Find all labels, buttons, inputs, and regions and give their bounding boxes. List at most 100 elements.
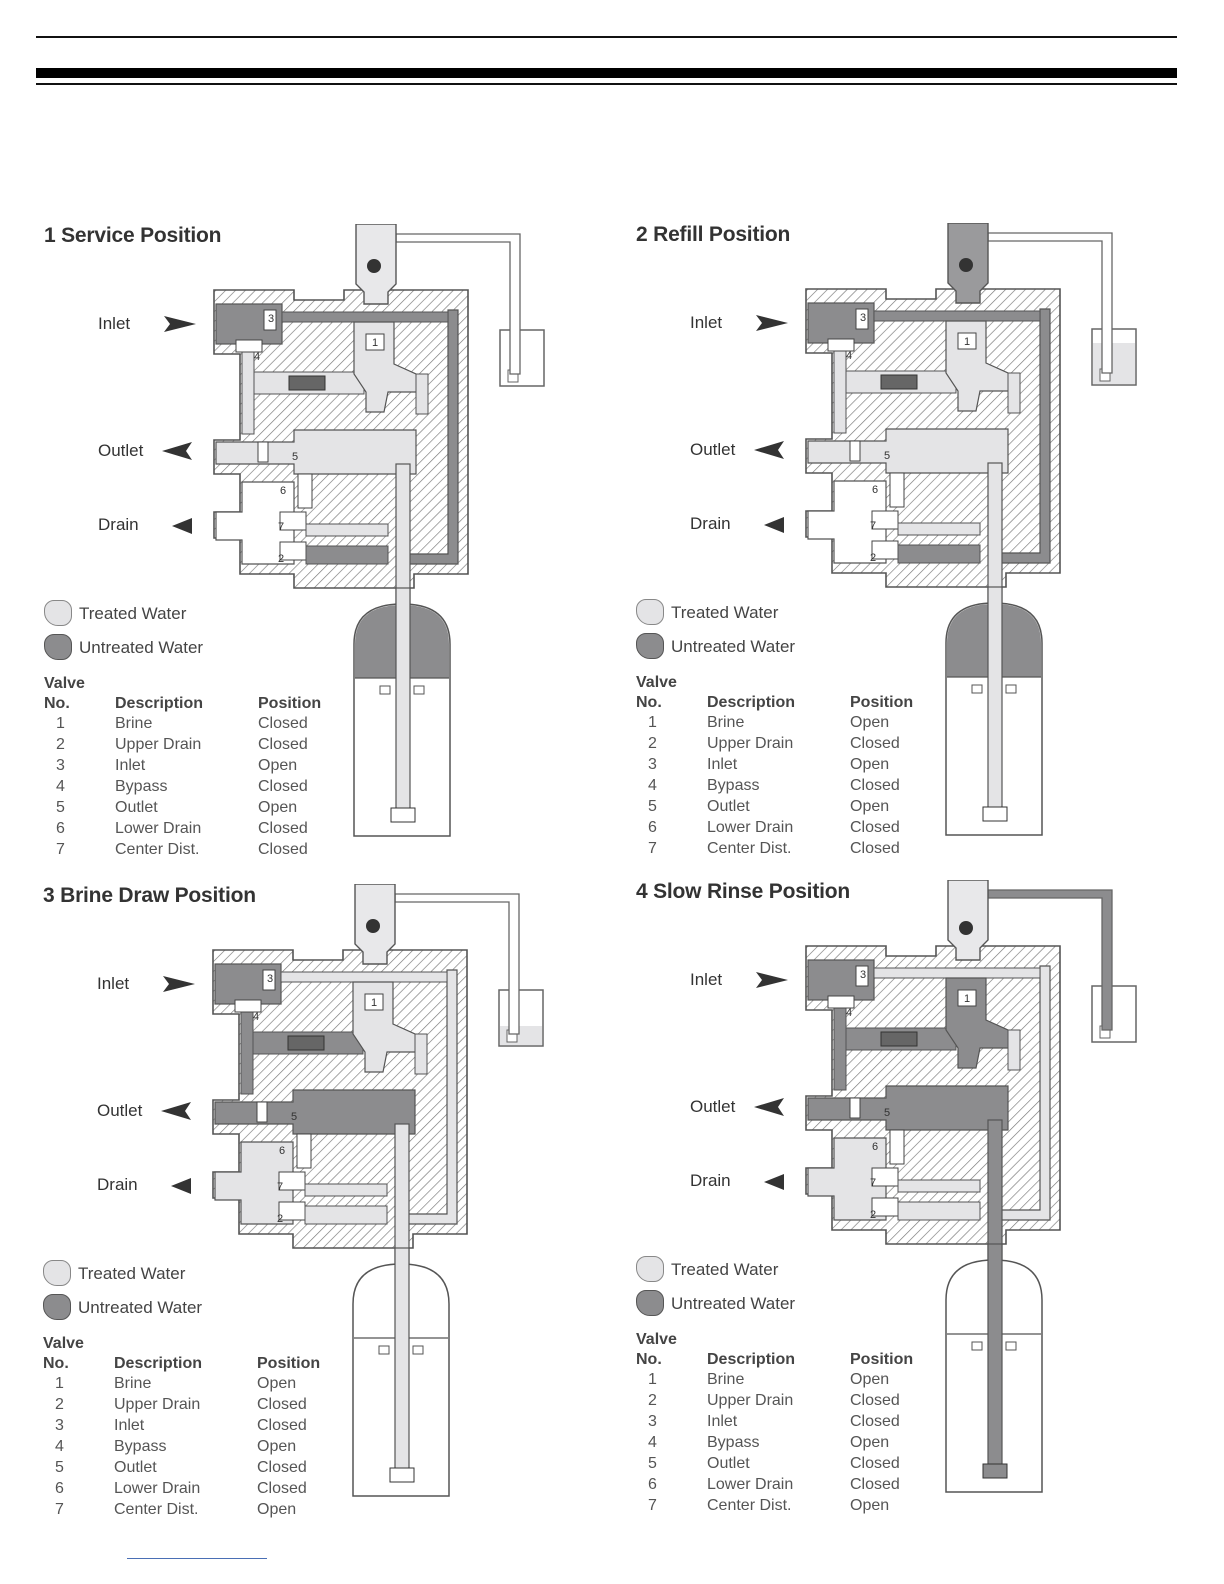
valve-number-2: 2 [870, 552, 876, 564]
brine-tank [499, 329, 545, 387]
distributor-basket [982, 806, 1008, 822]
collar-left [378, 1345, 390, 1355]
brine-riser [1007, 1029, 1021, 1071]
valve-5-piston [257, 441, 269, 463]
cell-no: 4 [55, 1438, 64, 1455]
lower-chamber [897, 1201, 981, 1221]
cell-description: Upper Drain [707, 1392, 794, 1409]
collar-left [971, 1341, 983, 1351]
lower-chamber [897, 544, 981, 564]
header-no: No. [43, 1355, 69, 1372]
valve-number-7: 7 [277, 1181, 283, 1193]
valve-4-piston [235, 339, 263, 353]
inlet-arrow-icon [164, 316, 196, 332]
valve-number-7: 7 [870, 1177, 876, 1189]
valve-7-piston [279, 511, 307, 531]
cell-description: Center Dist. [115, 841, 200, 858]
outlet-arrow-icon [754, 1098, 784, 1116]
drain-chamber [807, 480, 887, 564]
center-dist-passage [304, 1183, 388, 1197]
cell-description: Upper Drain [115, 736, 202, 753]
header-description: Description [115, 695, 204, 712]
legend-label: Treated Water [78, 1264, 186, 1283]
valve-number-3: 3 [860, 312, 866, 324]
cell-description: Lower Drain [707, 1476, 794, 1493]
cell-position: Closed [850, 1476, 900, 1493]
cell-position: Closed [258, 820, 308, 837]
valve-7-piston [278, 1171, 306, 1191]
valve-number-5: 5 [291, 1111, 297, 1123]
header-position: Position [850, 694, 914, 711]
inlet-arrow-icon [756, 972, 788, 988]
collar-left [379, 685, 391, 695]
valve-number-1: 1 [372, 337, 378, 349]
cell-no: 5 [648, 1455, 657, 1472]
cell-position: Open [258, 757, 298, 774]
cell-position: Open [850, 756, 890, 773]
valve-5-piston [849, 440, 861, 462]
valve-number-2: 2 [278, 553, 284, 565]
cell-position: Closed [850, 777, 900, 794]
cell-position: Closed [257, 1459, 307, 1476]
outlet-chamber [807, 428, 1009, 474]
legend-label: Untreated Water [78, 1298, 203, 1317]
valve-number-3: 3 [267, 973, 273, 985]
cell-no: 4 [648, 777, 657, 794]
cell-position: Open [258, 799, 298, 816]
cell-position: Open [850, 798, 890, 815]
cell-no: 7 [55, 1501, 64, 1518]
injector-neck [947, 880, 989, 961]
inlet-arrow-icon [163, 976, 195, 992]
footer-link-underline[interactable] [127, 1558, 267, 1559]
outlet-arrow-icon [754, 441, 784, 459]
valve-number-4: 4 [254, 351, 260, 363]
header-rule-thin [36, 36, 1177, 38]
check-ball-icon [366, 919, 380, 933]
valve-number-7: 7 [278, 521, 284, 533]
valve-6-piston [296, 1133, 312, 1169]
cell-no: 7 [648, 1497, 657, 1514]
valve-6-piston [297, 473, 313, 509]
cell-position: Closed [850, 819, 900, 836]
outlet-label: Outlet [690, 440, 736, 459]
cell-position: Closed [850, 735, 900, 752]
cell-description: Bypass [707, 1434, 760, 1451]
cell-no: 4 [56, 778, 65, 795]
injector-screen [288, 375, 326, 391]
header-valve: Valve [636, 1331, 677, 1348]
drain-chamber [214, 1141, 294, 1225]
inlet-label: Inlet [98, 314, 131, 333]
valve-7-piston [871, 510, 899, 530]
valve-number-6: 6 [280, 485, 286, 497]
valve-number-1: 1 [964, 993, 970, 1005]
drain-arrow-icon [764, 1174, 784, 1190]
cell-description: Inlet [707, 1413, 738, 1430]
cell-position: Closed [850, 840, 900, 857]
collar-right [412, 1345, 424, 1355]
valve-1-piston [365, 333, 385, 351]
cell-description: Brine [707, 1371, 745, 1388]
cell-no: 3 [648, 1413, 657, 1430]
valve-1-piston [364, 993, 384, 1011]
untreated-water-swatch-icon [636, 1290, 664, 1316]
cell-no: 6 [648, 819, 657, 836]
outlet-label: Outlet [97, 1101, 143, 1120]
outlet-label: Outlet [690, 1097, 736, 1116]
cell-no: 5 [55, 1459, 64, 1476]
panel-title: 3 Brine Draw Position [43, 884, 256, 907]
outlet-arrow-icon [161, 1102, 191, 1120]
